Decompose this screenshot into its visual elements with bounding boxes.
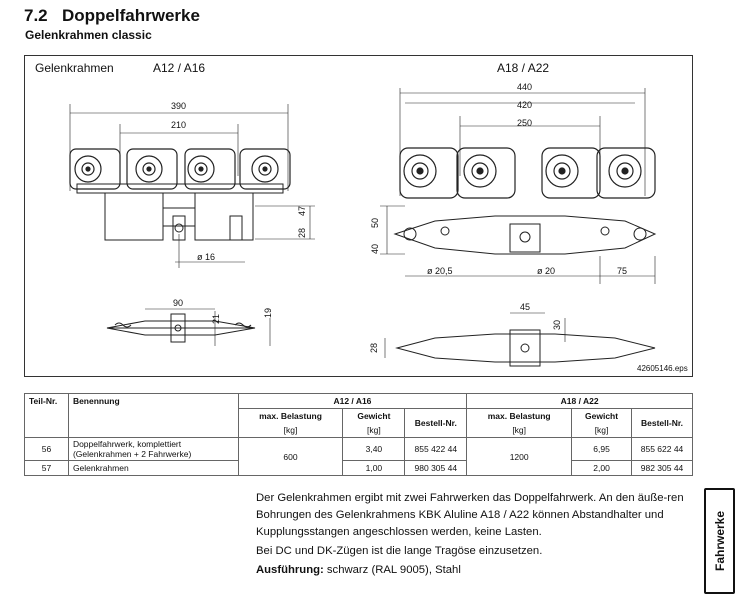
finish-label: Ausführung: — [256, 564, 324, 576]
table-unit-row: [kg] [kg] [kg] [kg] — [24, 423, 693, 438]
finish-value: schwarz (RAL 9005), Stahl — [323, 564, 461, 576]
parts-table: Teil-Nr. Benennung A12 / A16 A18 / A22 m… — [24, 393, 693, 476]
description-paragraph-1: Der Gelenkrahmen ergibt mit zwei Fahrwer… — [256, 492, 684, 538]
dim-d16: ø 16 — [197, 252, 216, 262]
dim-45: 45 — [520, 302, 531, 312]
left-weight-cell: 3,40 — [342, 437, 406, 461]
dim-28-right: 28 — [369, 342, 380, 354]
dim-40: 40 — [370, 243, 381, 255]
right-weight-cell: 6,95 — [571, 437, 633, 461]
left-order-cell: 980 305 44 — [404, 460, 468, 476]
col-right-order: Bestell-Nr. — [631, 408, 693, 438]
part-no-cell: 57 — [24, 460, 69, 476]
chapter-tab: Fahrwerke — [704, 488, 735, 594]
drawing-label: Gelenkrahmen — [35, 61, 114, 75]
dim-19: 19 — [263, 307, 274, 319]
col-left-order: Bestell-Nr. — [404, 408, 468, 438]
right-front-view — [380, 88, 657, 284]
dim-210: 210 — [171, 120, 187, 130]
dim-390: 390 — [171, 101, 187, 111]
left-weight-cell: 1,00 — [342, 460, 406, 476]
dim-30: 30 — [552, 319, 563, 331]
table-subheader-row: max. Belastung Gewicht Bestell-Nr. max. … — [24, 408, 693, 438]
right-plan-view — [384, 312, 656, 367]
dim-50: 50 — [370, 217, 381, 229]
section-number: 7.2 — [24, 6, 48, 25]
left-load-cell: 600 — [237, 437, 344, 476]
section-title: Doppelfahrwerke — [62, 6, 200, 25]
col-left-weight: Gewicht — [342, 408, 406, 423]
name-cell: Doppelfahrwerk, komplettiert(Gelenkrahme… — [67, 437, 239, 461]
table-row: 56 Doppelfahrwerk, komplettiert(Gelenkra… — [24, 437, 693, 476]
section-subtitle: Gelenkrahmen classic — [25, 28, 152, 42]
col-right-weight: Gewicht — [571, 408, 633, 423]
dim-440: 440 — [517, 82, 533, 92]
unit-right-weight: [kg] — [571, 423, 633, 438]
dim-90: 90 — [173, 298, 184, 308]
left-caption: A12 / A16 — [153, 61, 206, 75]
dim-d20: ø 20 — [537, 266, 556, 276]
dim-28: 28 — [297, 227, 308, 239]
technical-drawing-frame: Gelenkrahmen A12 / A16 A18 / A22 390 210… — [24, 55, 693, 377]
left-order-cell: 855 422 44 — [404, 437, 468, 461]
dim-420: 420 — [517, 100, 533, 110]
right-order-cell: 855 622 44 — [631, 437, 693, 461]
name-cell: Gelenkrahmen — [67, 460, 239, 476]
right-caption: A18 / A22 — [497, 61, 550, 75]
description-text: Der Gelenkrahmen ergibt mit zwei Fahrwer… — [256, 490, 696, 579]
file-reference: 42605146.eps — [637, 364, 688, 373]
dim-47: 47 — [297, 205, 308, 217]
unit-right-load: [kg] — [466, 423, 573, 438]
left-front-view — [69, 104, 315, 268]
technical-drawing — [69, 88, 657, 367]
part-no-cell: 56 — [24, 437, 69, 461]
chapter-tab-label: Fahrwerke — [712, 510, 727, 572]
dim-21: 21 — [211, 313, 222, 325]
col-part-no: Teil-Nr. — [24, 393, 69, 409]
left-plan-view — [106, 308, 271, 346]
section-heading: 7.2 Doppelfahrwerke — [24, 6, 200, 26]
table-header-row: Teil-Nr. Benennung A12 / A16 A18 / A22 — [24, 393, 693, 409]
col-left-load: max. Belastung — [237, 408, 344, 423]
description-paragraph-3: Ausführung: schwarz (RAL 9005), Stahl — [256, 562, 696, 579]
unit-left-weight: [kg] — [342, 423, 406, 438]
description-paragraph-2: Bei DC und DK-Zügen ist die lange Tragös… — [256, 545, 543, 557]
dim-250: 250 — [517, 118, 533, 128]
table-row: 57 Gelenkrahmen 1,00 980 305 44 2,00 982… — [24, 460, 693, 476]
col-right-load: max. Belastung — [466, 408, 573, 423]
right-weight-cell: 2,00 — [571, 460, 633, 476]
group-left: A12 / A16 — [237, 393, 468, 409]
col-name: Benennung — [67, 393, 239, 409]
dim-75: 75 — [617, 266, 628, 276]
group-right: A18 / A22 — [466, 393, 693, 409]
right-load-cell: 1200 — [466, 437, 573, 476]
right-order-cell: 982 305 44 — [631, 460, 693, 476]
dim-d20-5: ø 20,5 — [427, 266, 453, 276]
unit-left-load: [kg] — [237, 423, 344, 438]
